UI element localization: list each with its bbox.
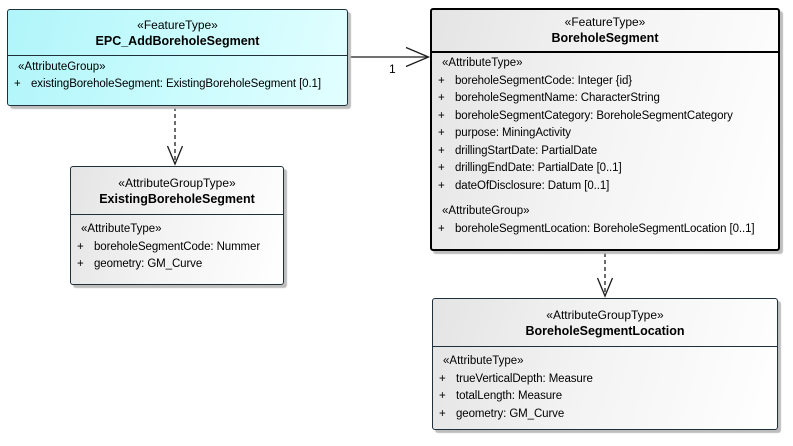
attribute-compartment: «AttributeType» + boreholeSegmentCode: N… — [71, 215, 283, 274]
section-label: «AttributeType» — [443, 355, 524, 367]
class-header: «AttributeGroupType» ExistingBoreholeSeg… — [71, 167, 283, 215]
attribute-row: + boreholeSegmentCategory: BoreholeSegme… — [432, 108, 778, 126]
class-header: «AttributeGroupType» BoreholeSegmentLoca… — [433, 299, 777, 347]
visibility-plus: + — [438, 179, 445, 192]
attribute-row: + dateOfDisclosure: Datum [0..1] — [432, 178, 778, 196]
visibility-plus: + — [438, 127, 445, 139]
attribute-row: + geometry: GM_Curve — [71, 256, 283, 274]
visibility-plus: + — [438, 92, 445, 104]
attribute-text: geometry: GM_Curve — [94, 258, 203, 270]
attribute-row: + existingBoreholeSegment: ExistingBoreh… — [8, 76, 347, 94]
class-name: ExistingBoreholeSegment — [99, 192, 255, 206]
class-name: EPC_AddBoreholeSegment — [95, 34, 260, 48]
class-header: «FeatureType» BoreholeSegment — [432, 10, 778, 53]
visibility-plus: + — [439, 372, 446, 385]
attribute-row: + trueVerticalDepth: Measure — [433, 371, 777, 389]
attribute-compartment: «AttributeType» + boreholeSegmentCode: I… — [432, 53, 778, 238]
visibility-plus: + — [438, 109, 445, 122]
visibility-plus: + — [77, 258, 84, 270]
attribute-text: boreholeSegmentLocation: BoreholeSegment… — [455, 222, 755, 235]
attribute-text: geometry: GM_Curve — [456, 407, 565, 420]
attribute-text: drillingStartDate: PartialDate — [455, 144, 598, 157]
attribute-text: boreholeSegmentCategory: BoreholeSegment… — [455, 109, 733, 122]
class-name: BoreholeSegment — [551, 31, 659, 45]
attribute-row: + boreholeSegmentCode: Integer {id} — [432, 73, 778, 91]
attribute-row: + boreholeSegmentLocation: BoreholeSegme… — [432, 221, 778, 239]
class-epc-addboreholesegment[interactable]: «FeatureType» EPC_AddBoreholeSegment «At… — [7, 9, 348, 106]
visibility-plus: + — [77, 240, 84, 253]
attribute-text: drillingEndDate: PartialDate [0..1] — [455, 162, 622, 174]
stereotype-label: «FeatureType» — [564, 15, 646, 29]
class-boreholesegmentlocation[interactable]: «AttributeGroupType» BoreholeSegmentLoca… — [432, 298, 778, 430]
stereotype-label: «AttributeGroupType» — [118, 176, 236, 190]
section-label: «AttributeGroup» — [18, 60, 106, 73]
connector-dependency-existing[interactable] — [166, 107, 184, 166]
attribute-text: totalLength: Measure — [456, 390, 563, 402]
attribute-text: purpose: MiningActivity — [455, 127, 571, 139]
visibility-plus: + — [438, 162, 445, 174]
section-label: «AttributeGroup» — [442, 205, 530, 217]
connector-dependency-location[interactable] — [596, 253, 614, 298]
attribute-compartment: «AttributeType» + trueVerticalDepth: Mea… — [433, 347, 777, 423]
visibility-plus: + — [439, 407, 446, 420]
stereotype-label: «FeatureType» — [137, 18, 218, 32]
attribute-row: + totalLength: Measure — [433, 388, 777, 406]
attribute-row: + drillingStartDate: PartialDate — [432, 143, 778, 161]
attribute-row: + purpose: MiningActivity — [432, 125, 778, 143]
attribute-text: boreholeSegmentCode: Integer {id} — [455, 74, 632, 87]
class-header: «FeatureType» EPC_AddBoreholeSegment — [8, 10, 347, 56]
attribute-text: trueVerticalDepth: Measure — [456, 372, 593, 385]
visibility-plus: + — [438, 144, 445, 157]
attribute-row: + boreholeSegmentCode: Nummer — [71, 239, 283, 257]
class-boreholesegment[interactable]: «FeatureType» BoreholeSegment «Attribute… — [430, 8, 780, 251]
visibility-plus: + — [438, 74, 445, 87]
visibility-plus: + — [14, 78, 21, 90]
stereotype-label: «AttributeGroupType» — [546, 308, 664, 322]
visibility-plus: + — [439, 390, 446, 402]
attribute-compartment: «AttributeGroup» + existingBoreholeSegme… — [8, 56, 347, 94]
attribute-row: + geometry: GM_Curve — [433, 406, 777, 424]
attribute-row: + boreholeSegmentName: CharacterString — [432, 90, 778, 108]
attribute-row: + drillingEndDate: PartialDate [0..1] — [432, 160, 778, 178]
section-label: «AttributeType» — [81, 223, 162, 235]
class-name: BoreholeSegmentLocation — [525, 324, 685, 338]
visibility-plus: + — [438, 222, 445, 235]
attribute-text: boreholeSegmentCode: Nummer — [94, 240, 261, 253]
attribute-text: dateOfDisclosure: Datum [0..1] — [455, 179, 610, 192]
attribute-text: boreholeSegmentName: CharacterString — [455, 92, 660, 104]
multiplicity-label: 1 — [389, 62, 396, 76]
class-existingboreholesegment[interactable]: «AttributeGroupType» ExistingBoreholeSeg… — [70, 166, 284, 285]
section-label: «AttributeType» — [442, 57, 523, 69]
attribute-text: existingBoreholeSegment: ExistingBorehol… — [31, 78, 321, 90]
